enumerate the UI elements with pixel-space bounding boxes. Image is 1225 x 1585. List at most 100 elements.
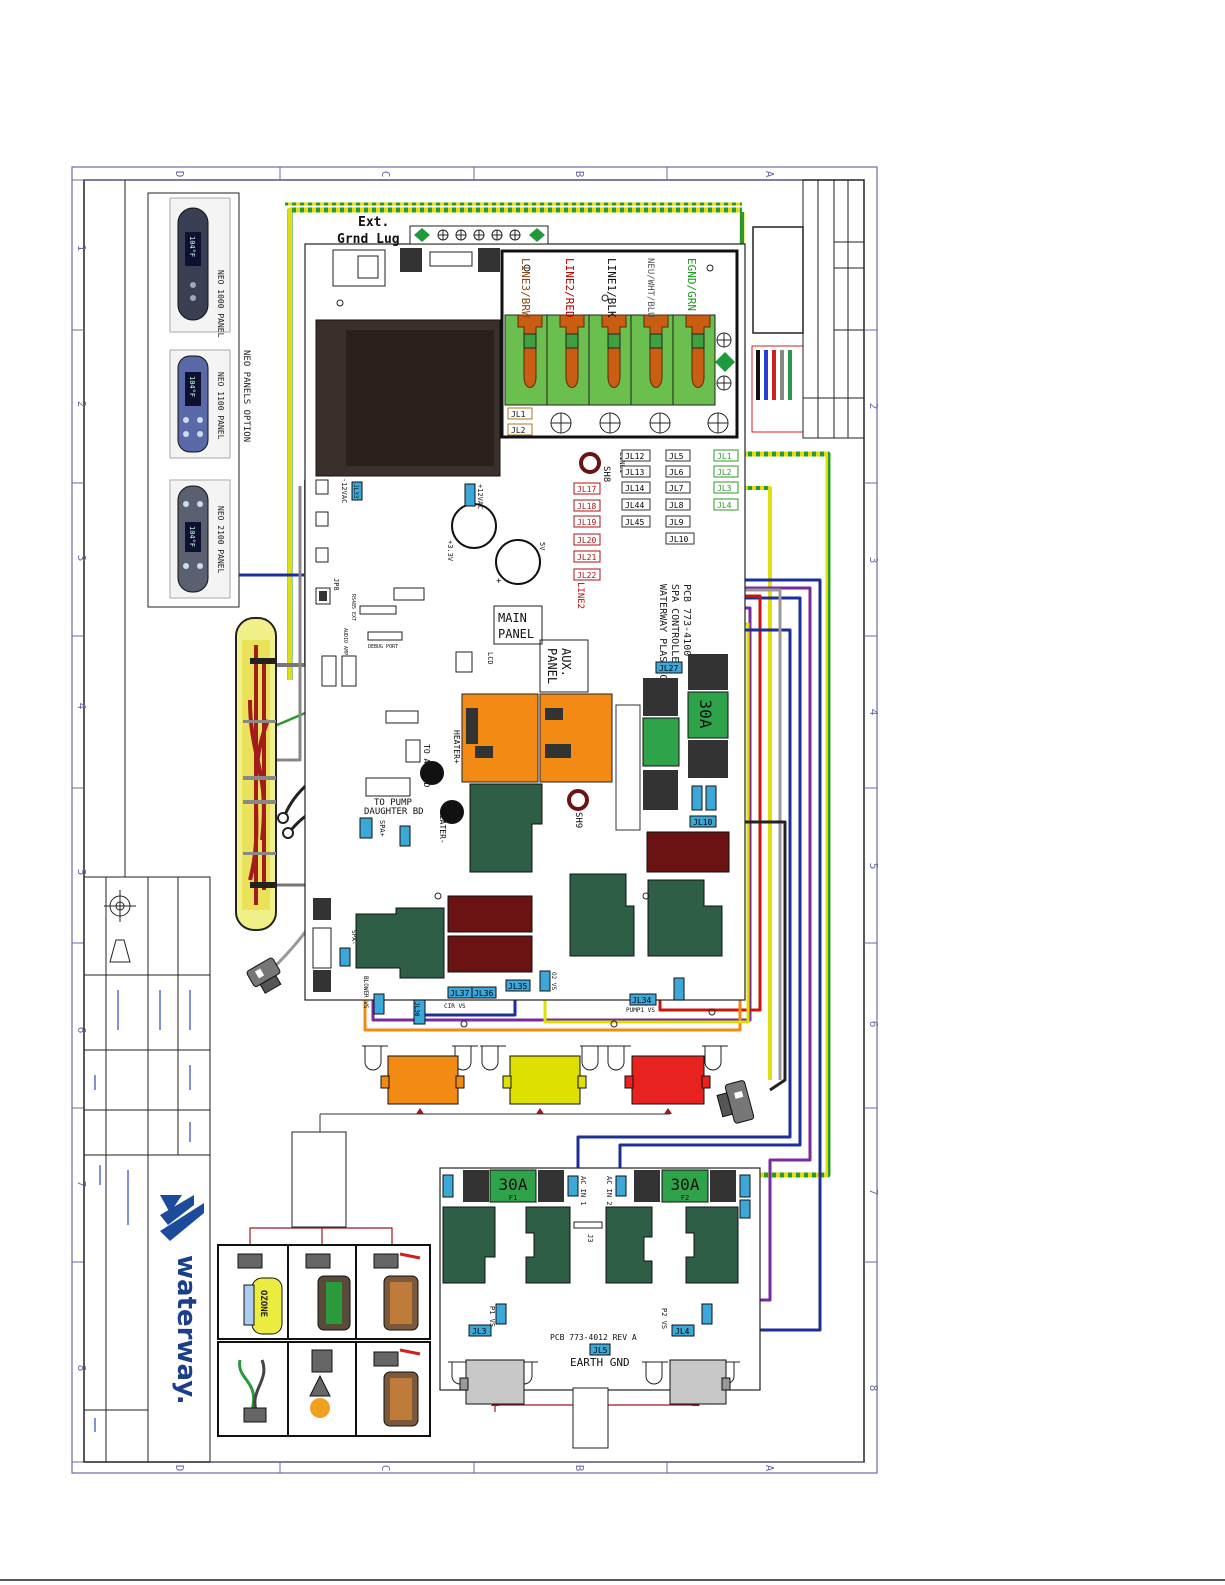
svg-text:J3: J3	[586, 1234, 594, 1242]
panel-label: NEO 2100 PANEL	[216, 506, 225, 574]
svg-text:JL6: JL6	[669, 468, 684, 477]
svg-text:CIR VS: CIR VS	[444, 1003, 466, 1010]
drawing-frame	[0, 166, 1225, 1581]
terminal-wire-label: LINE1/BLK	[605, 258, 618, 318]
svg-text:P1 VS: P1 VS	[488, 1306, 496, 1327]
svg-text:PANEL: PANEL	[498, 627, 534, 641]
svg-text:1: 1	[75, 245, 88, 252]
jl-middle-column: JL12 JL13 JL14 JL44 JL45	[621, 449, 651, 528]
svg-text:JL4: JL4	[675, 1327, 690, 1336]
svg-text:JL17: JL17	[577, 485, 596, 494]
svg-text:JL2: JL2	[717, 468, 732, 477]
svg-text:LINE2: LINE2	[575, 582, 585, 609]
svg-text:JL10: JL10	[693, 818, 712, 827]
svg-text:3: 3	[867, 557, 880, 564]
svg-text:JL1: JL1	[717, 452, 732, 461]
svg-text:+12VAC: +12VAC	[476, 484, 484, 509]
jl-tag: JL1	[511, 410, 526, 419]
svg-text:TO PUMP: TO PUMP	[374, 798, 413, 808]
panel-screen: 104°F	[188, 526, 196, 547]
svg-text:JL22: JL22	[577, 571, 596, 580]
svg-text:8: 8	[867, 1385, 880, 1392]
jl-right-column: JL5 JL6 JL7 JL8 JL9 JL10	[665, 449, 695, 545]
svg-text:JL3: JL3	[717, 484, 732, 493]
svg-text:JP8: JP8	[332, 578, 340, 591]
svg-text:P2 VS: P2 VS	[660, 1308, 668, 1329]
neo-panels-group: NEO PANELS OPTION 104°F NEO 1000 PANEL 1…	[147, 192, 251, 608]
pcb-label: PCB 773-4012 REV A	[550, 1333, 637, 1342]
panel-screen: 104°F	[188, 376, 196, 397]
ground-lug-label: Grnd Lug	[337, 232, 400, 247]
svg-text:+3.3V: +3.3V	[446, 540, 454, 562]
ozone-label: OZONE	[258, 1290, 268, 1317]
svg-text:SPA CONTROLLER: SPA CONTROLLER	[669, 584, 680, 669]
terminal-wire-label: LINE2/RED	[563, 258, 576, 318]
svg-text:6: 6	[75, 1027, 88, 1034]
brand-name: waterway.	[171, 1255, 201, 1405]
svg-text:JL5: JL5	[669, 452, 684, 461]
accessory-options: OZONE	[217, 1244, 431, 1437]
svg-text:3: 3	[75, 555, 88, 562]
svg-text:JL10: JL10	[669, 535, 688, 544]
panel-label: NEO 1100 PANEL	[216, 372, 225, 440]
svg-text:AUDIO AMP: AUDIO AMP	[342, 628, 348, 655]
svg-text:JL35: JL35	[508, 982, 527, 991]
svg-text:JL44: JL44	[625, 501, 644, 510]
zone-letter: C	[379, 1465, 392, 1472]
svg-text:JL33: JL33	[352, 484, 359, 499]
svg-text:JL7: JL7	[669, 484, 684, 493]
main-control-board: Ext. Grnd Lug	[304, 179, 865, 1105]
svg-text:LINE1: LINE1	[618, 452, 626, 473]
heater-element	[235, 617, 294, 931]
svg-text:JL20: JL20	[577, 536, 596, 545]
terminal-wire-label: LINE3/BRW	[519, 258, 532, 318]
panel-label: NEO 1000 PANEL	[216, 270, 225, 338]
svg-text:AC IN 2: AC IN 2	[605, 1176, 613, 1206]
terminal-wire-label: NEU/WHT/BLU	[645, 258, 655, 318]
svg-text:SH8: SH8	[601, 466, 611, 482]
svg-text:F2: F2	[681, 1194, 689, 1202]
svg-text:BLOWER VS: BLOWER VS	[362, 976, 369, 1009]
svg-text:JL8: JL8	[669, 501, 684, 510]
ground-lug-label: Ext.	[358, 215, 389, 230]
svg-text:JL5: JL5	[593, 1346, 608, 1355]
jl-left-column: JL17 JL18 JL19 JL20 JL21 JL22	[573, 482, 601, 581]
panel-screen: 104°F	[188, 236, 196, 257]
zone-letter: D	[173, 1465, 186, 1472]
zone-letter: B	[573, 1465, 586, 1472]
svg-text:7: 7	[867, 1189, 880, 1196]
svg-text:JL34: JL34	[632, 996, 651, 1005]
svg-text:JL36: JL36	[474, 989, 493, 998]
pump-daughter-board: 30A F1 AC IN 1 AC IN 2 30A F2 J3 P1 VS P…	[291, 1131, 761, 1449]
svg-text:5V: 5V	[538, 542, 546, 551]
svg-text:2: 2	[867, 403, 880, 410]
zone-letter: A	[763, 1465, 776, 1472]
svg-text:SPA+: SPA+	[378, 820, 386, 837]
svg-text:6: 6	[867, 1021, 880, 1028]
svg-text:SPA-: SPA-	[350, 930, 357, 944]
svg-text:JL9: JL9	[669, 518, 684, 527]
zone-letter: C	[379, 171, 392, 178]
svg-text:DEBUG PORT: DEBUG PORT	[368, 644, 398, 650]
svg-text:JL27: JL27	[659, 664, 678, 673]
svg-text:O2 VS: O2 VS	[550, 972, 557, 990]
terminal-wire-label: EGND/GRN	[685, 258, 698, 311]
fuse-label: 30A	[696, 700, 715, 729]
svg-text:7: 7	[75, 1181, 88, 1188]
svg-text:RS485 EXT: RS485 EXT	[350, 594, 356, 621]
svg-text:4: 4	[75, 703, 88, 710]
svg-text:HEATER+: HEATER+	[452, 730, 461, 764]
fuse-label: 30A	[671, 1175, 700, 1194]
title-block	[83, 180, 211, 1463]
svg-text:-12VAC: -12VAC	[340, 478, 348, 503]
zone-letter: A	[763, 171, 776, 178]
svg-text:PUMP1 VS: PUMP1 VS	[626, 1007, 655, 1014]
svg-text:JL12: JL12	[625, 452, 644, 461]
svg-text:F1: F1	[509, 1194, 517, 1202]
zone-numbers: 1 2 3 4 5 6 7 8 2 3 4 5 6 7 8	[75, 245, 880, 1392]
fuse-label: 30A	[499, 1175, 528, 1194]
svg-text:JL4: JL4	[717, 501, 732, 510]
zone-letters: D C B A D C B A	[173, 171, 776, 1472]
svg-text:PCB 773-4100: PCB 773-4100	[681, 584, 692, 656]
